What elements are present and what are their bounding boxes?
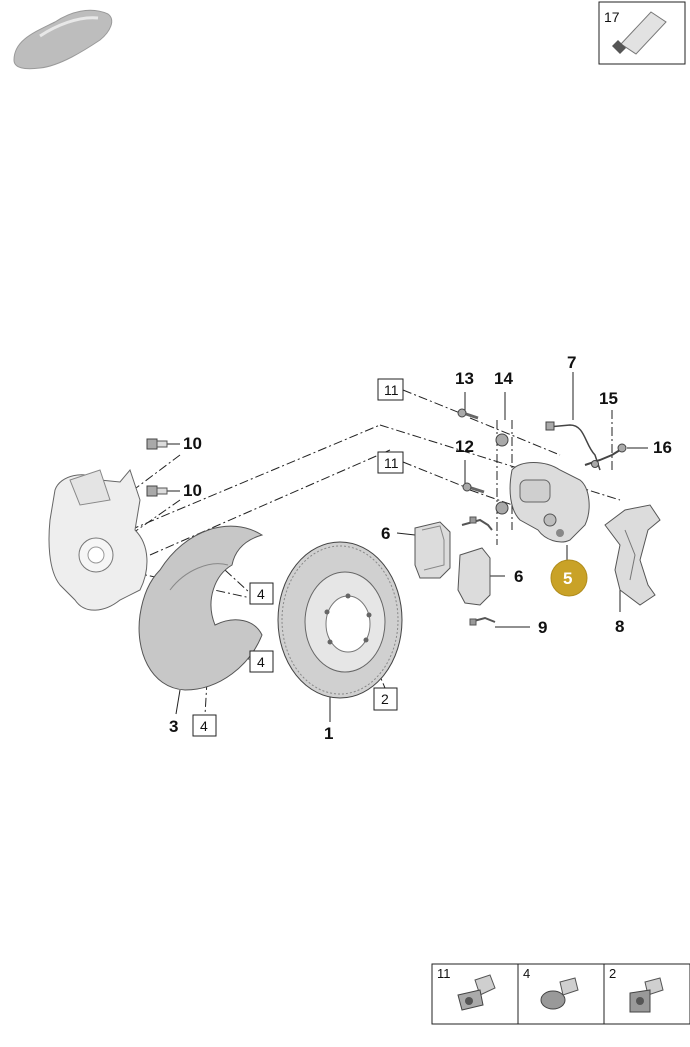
bolt-10-lower[interactable] xyxy=(146,485,168,497)
bolt-12[interactable] xyxy=(462,482,485,494)
svg-text:2: 2 xyxy=(381,691,389,707)
callout-9[interactable]: 9 xyxy=(538,618,547,637)
callout-10-upper[interactable]: 10 xyxy=(183,434,202,453)
guide-sleeve-upper[interactable] xyxy=(495,433,509,447)
legend-item-2[interactable]: 2 xyxy=(609,966,664,1013)
callout-4-lower[interactable]: 4 xyxy=(192,714,217,737)
legend-item-11[interactable]: 11 xyxy=(437,966,496,1011)
callout-6-right[interactable]: 6 xyxy=(514,567,523,586)
callout-5-highlighted[interactable]: 5 xyxy=(550,559,588,597)
wear-sensor[interactable] xyxy=(545,421,601,471)
callout-16[interactable]: 16 xyxy=(653,438,672,457)
callout-8[interactable]: 8 xyxy=(615,617,624,636)
brake-disc[interactable] xyxy=(277,541,403,699)
bolt-13[interactable] xyxy=(457,408,479,420)
flange-bolt-icon xyxy=(457,974,496,1011)
fastener-legend: 11 4 2 xyxy=(431,963,690,1025)
brake-caliper[interactable] xyxy=(509,462,590,543)
callout-11-lower[interactable]: 11 xyxy=(377,451,404,474)
callout-10-lower[interactable]: 10 xyxy=(183,481,202,500)
callout-4-upper[interactable]: 4 xyxy=(249,582,274,605)
brake-shield[interactable] xyxy=(138,525,264,691)
car-model-icon xyxy=(13,9,113,70)
callout-11-upper[interactable]: 11 xyxy=(377,378,404,401)
caliper-bracket[interactable] xyxy=(604,504,661,606)
callout-7[interactable]: 7 xyxy=(567,353,576,372)
callout-14[interactable]: 14 xyxy=(494,369,513,388)
pan-head-screw-icon xyxy=(540,977,579,1010)
callout-3[interactable]: 3 xyxy=(169,717,178,736)
guide-sleeve-lower[interactable] xyxy=(495,501,509,515)
callout-4-middle[interactable]: 4 xyxy=(249,650,274,673)
svg-text:4: 4 xyxy=(200,718,208,734)
tool-box-label: 17 xyxy=(604,9,620,25)
svg-text:11: 11 xyxy=(437,966,451,981)
callout-2[interactable]: 2 xyxy=(373,687,398,711)
callout-1[interactable]: 1 xyxy=(324,724,333,743)
pad-retaining-spring[interactable] xyxy=(461,516,493,531)
svg-text:2: 2 xyxy=(609,966,616,981)
svg-text:5: 5 xyxy=(563,569,572,588)
svg-text:4: 4 xyxy=(523,966,530,981)
callout-6-left[interactable]: 6 xyxy=(381,524,390,543)
countersunk-screw-icon xyxy=(629,977,664,1013)
bolt-10-upper[interactable] xyxy=(146,438,168,450)
bleeder-screw[interactable] xyxy=(617,443,627,453)
svg-text:11: 11 xyxy=(384,455,399,471)
pad-clip[interactable] xyxy=(469,616,496,626)
svg-text:11: 11 xyxy=(384,382,399,398)
brake-pad-inner[interactable] xyxy=(414,521,451,579)
callout-13[interactable]: 13 xyxy=(455,369,474,388)
wheel-carrier[interactable] xyxy=(48,468,148,611)
legend-item-4[interactable]: 4 xyxy=(523,966,579,1010)
brake-pad-outer[interactable] xyxy=(457,547,491,606)
svg-text:4: 4 xyxy=(257,586,265,602)
callout-12[interactable]: 12 xyxy=(455,437,474,456)
grease-tube-icon xyxy=(612,11,667,55)
brake-hose[interactable] xyxy=(584,449,621,468)
svg-text:4: 4 xyxy=(257,654,265,670)
tool-box-17[interactable]: 17 xyxy=(598,1,686,65)
callout-15[interactable]: 15 xyxy=(599,389,618,408)
